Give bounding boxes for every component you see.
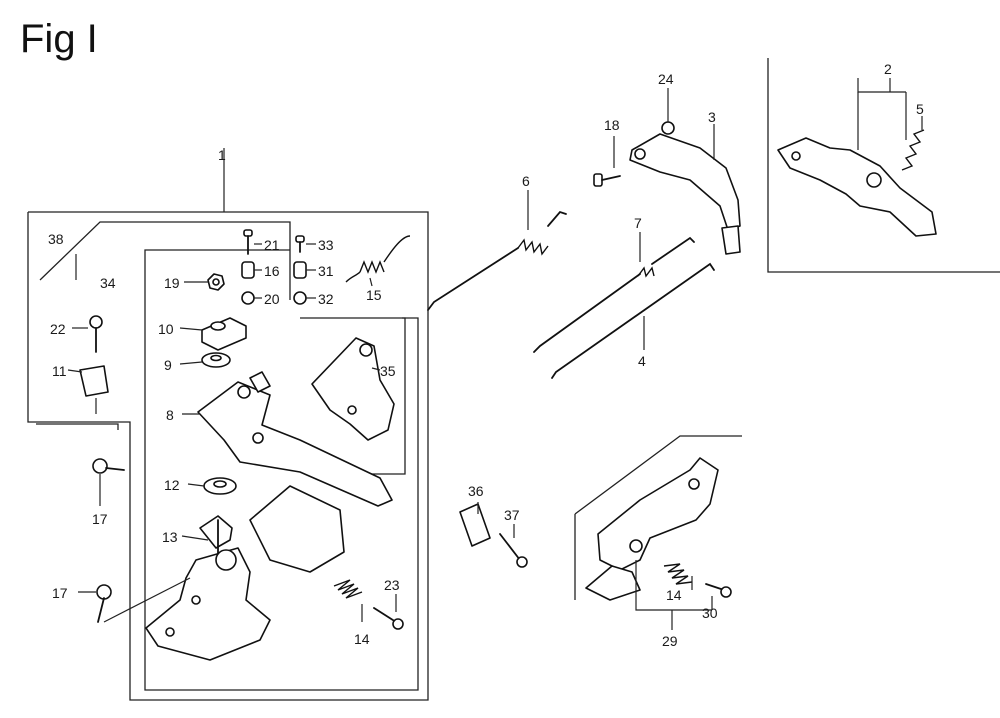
bolt-33 [295, 235, 305, 253]
stay-11 [79, 365, 109, 397]
callout-30: 30 [702, 605, 718, 621]
callout-36: 36 [468, 483, 484, 499]
callout-16: 16 [264, 263, 280, 279]
bolt-17-lower [96, 584, 112, 623]
callout-4: 4 [638, 353, 646, 369]
subassembly-frame-38 [36, 221, 291, 430]
bolt-22 [89, 315, 103, 353]
bracket-35 [311, 337, 395, 441]
callout-labels: 1 2 3 4 5 6 7 8 9 10 11 12 13 14 14 15 1… [48, 61, 924, 649]
control-lever-assembly-2 [777, 137, 937, 237]
callout-5: 5 [916, 101, 924, 117]
nut-24 [661, 121, 675, 135]
inset-frame-2 [767, 58, 1000, 273]
callout-9: 9 [164, 357, 172, 373]
callout-31: 31 [318, 263, 334, 279]
callout-7: 7 [634, 215, 642, 231]
rod-6 [427, 210, 567, 311]
callout-23: 23 [384, 577, 400, 593]
nut-19 [207, 273, 225, 291]
callout-33: 33 [318, 237, 334, 253]
callout-17-lower: 17 [52, 585, 68, 601]
callout-12: 12 [164, 477, 180, 493]
spring-5 [901, 129, 925, 171]
assembly-frame-1 [27, 148, 429, 701]
callout-29: 29 [662, 633, 678, 649]
callout-8: 8 [166, 407, 174, 423]
callout-18: 18 [604, 117, 620, 133]
callout-6: 6 [522, 173, 530, 189]
callout-22: 22 [50, 321, 66, 337]
callout-24: 24 [658, 71, 674, 87]
clip-32 [293, 291, 307, 305]
spring-14 [333, 579, 363, 599]
bolt-30 [705, 583, 732, 598]
governor-base-13 [145, 485, 345, 661]
figure-title: Fig I [20, 17, 98, 61]
lever-3 [629, 133, 741, 255]
spring-14-inset [663, 563, 693, 585]
bushing-10 [201, 317, 247, 351]
spring-15 [345, 235, 411, 283]
callout-20: 20 [264, 291, 280, 307]
callout-15: 15 [366, 287, 382, 303]
callout-11: 11 [52, 363, 67, 379]
rod-4 [551, 262, 715, 379]
clip-20 [241, 291, 255, 305]
callout-1: 1 [218, 147, 226, 163]
callout-2: 2 [884, 61, 892, 77]
collar-36 [459, 503, 491, 547]
washer-9 [201, 352, 231, 368]
bolt-18 [593, 173, 621, 187]
washer-12 [203, 477, 237, 495]
callout-19: 19 [164, 275, 180, 291]
bolt-23 [373, 607, 404, 630]
collar-16 [241, 261, 255, 279]
governor-arm-plate-8 [197, 371, 393, 507]
collar-31 [293, 261, 307, 279]
callout-38: 38 [48, 231, 64, 247]
callout-13: 13 [162, 529, 178, 545]
callout-14-inset: 14 [666, 587, 682, 603]
rod-7 [533, 236, 695, 353]
assembly-frame-34 [144, 249, 419, 691]
bolt-17-upper [92, 458, 125, 474]
callout-17-upper: 17 [92, 511, 108, 527]
callout-35: 35 [380, 363, 396, 379]
bolt-21 [243, 229, 253, 255]
bolt-37 [499, 533, 528, 568]
callout-34: 34 [100, 275, 116, 291]
callout-3: 3 [708, 109, 716, 125]
leader-lines [67, 78, 923, 630]
callout-21: 21 [264, 237, 280, 253]
inset-frame-29 [574, 435, 742, 600]
callout-14-lower: 14 [354, 631, 370, 647]
callout-32: 32 [318, 291, 334, 307]
callout-37: 37 [504, 507, 520, 523]
bracket-assembly-29 [585, 457, 719, 601]
callout-10: 10 [158, 321, 174, 337]
